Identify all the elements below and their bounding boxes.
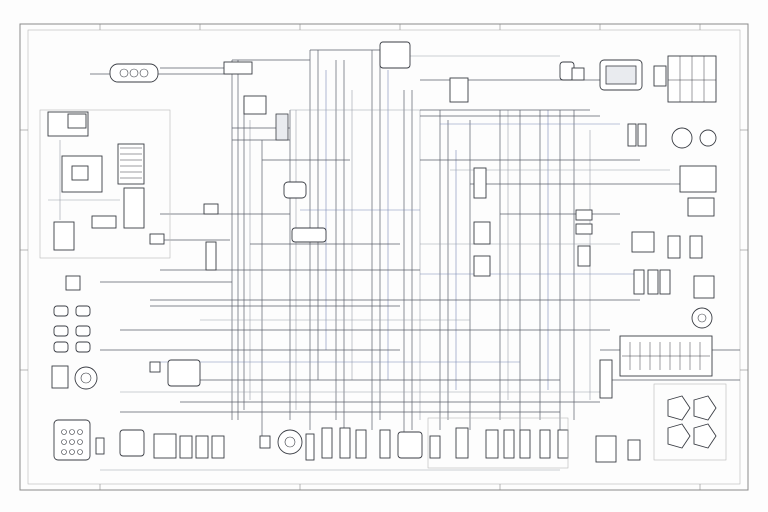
drawing-frame: [19, 23, 749, 491]
central-components: [149, 41, 593, 387]
bottom-right-cluster: [595, 335, 727, 463]
left-sensor-column: [51, 275, 98, 390]
right-side-modules: [559, 55, 717, 329]
bottom-left-connector: [53, 419, 105, 461]
bottom-component-row: [119, 417, 569, 469]
wire-harness-vertical: [231, 50, 591, 440]
left-control-module: [39, 109, 171, 259]
connector-top-left: [109, 61, 289, 141]
relay-grid: [120, 147, 142, 179]
fuse-block-grid: [622, 342, 710, 370]
frame-ticks: [20, 24, 748, 490]
wire-harness-horizontal: [90, 49, 740, 471]
